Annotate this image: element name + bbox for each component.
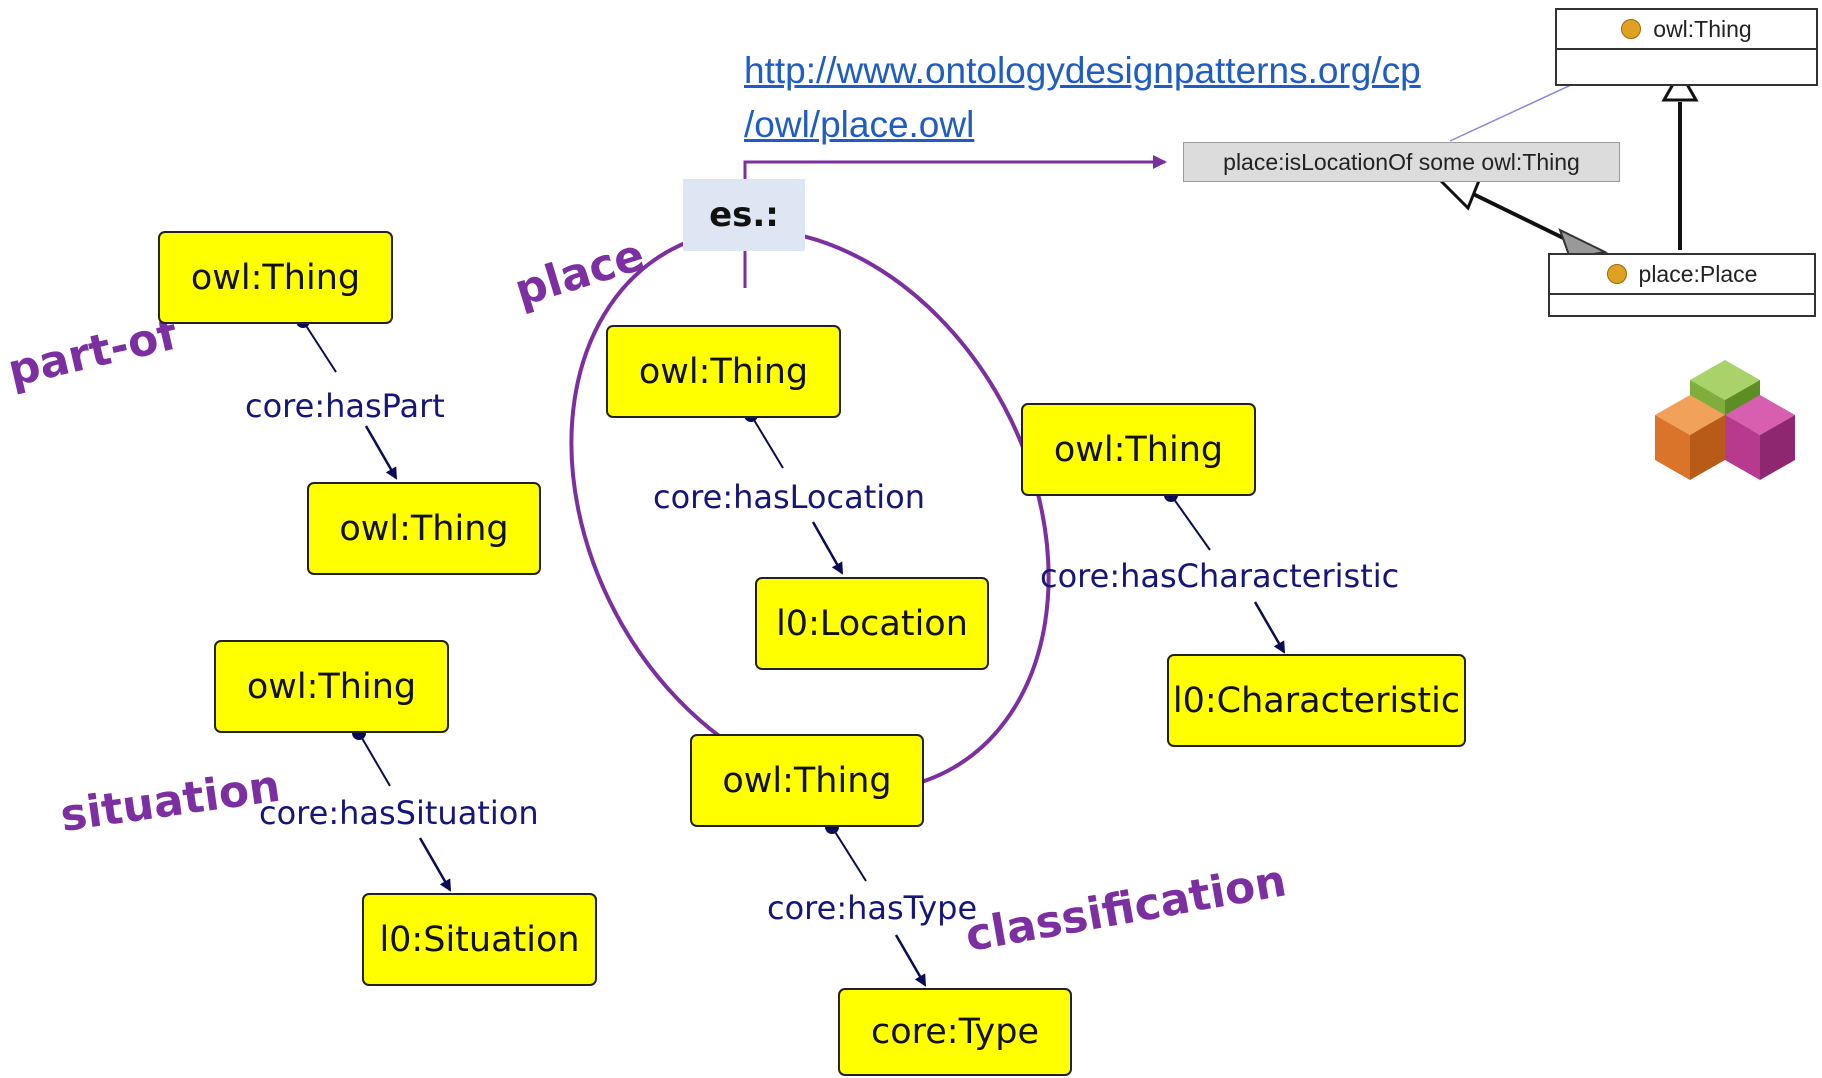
node-characteristic-target: l0:Characteristic (1167, 654, 1466, 747)
edge-label-has-part: core:hasPart (245, 387, 445, 425)
uml-owl-thing-class: owl:Thing (1555, 8, 1818, 86)
edge-label-has-situation: core:hasSituation (259, 794, 539, 832)
url-line-1[interactable]: http://www.ontologydesignpatterns.org/cp (744, 50, 1421, 91)
example-label: es.: (683, 179, 805, 251)
node-place-target: l0:Location (755, 577, 989, 670)
url-line-2[interactable]: /owl/place.owl (744, 104, 975, 145)
class-icon (1621, 19, 1642, 39)
place-pattern-highlight (569, 227, 1051, 793)
ontology-design-patterns-logo (1655, 360, 1795, 480)
node-classification-target: core:Type (838, 988, 1072, 1076)
node-part-of-source: owl:Thing (158, 231, 393, 324)
edge-label-has-type: core:hasType (767, 889, 978, 927)
node-characteristic-source: owl:Thing (1021, 403, 1256, 496)
uml-place-class: place:Place (1548, 253, 1816, 317)
uml-top-class-label: owl:Thing (1653, 15, 1752, 42)
edge-label-has-characteristic: core:hasCharacteristic (1040, 557, 1400, 595)
uml-restriction: place:isLocationOf some owl:Thing (1183, 142, 1620, 182)
node-place-source: owl:Thing (606, 325, 841, 418)
node-situation-source: owl:Thing (214, 640, 449, 733)
place-pattern-url[interactable]: http://www.ontologydesignpatterns.org/cp… (744, 44, 1421, 152)
class-icon (1606, 264, 1627, 284)
edge-label-has-location: core:hasLocation (653, 478, 925, 516)
node-situation-target: l0:Situation (362, 893, 597, 986)
node-classification-source: owl:Thing (690, 734, 924, 827)
uml-bottom-class-label: place:Place (1638, 260, 1758, 287)
place-to-uml-connector (743, 155, 1167, 288)
node-part-of-target: owl:Thing (307, 482, 541, 575)
